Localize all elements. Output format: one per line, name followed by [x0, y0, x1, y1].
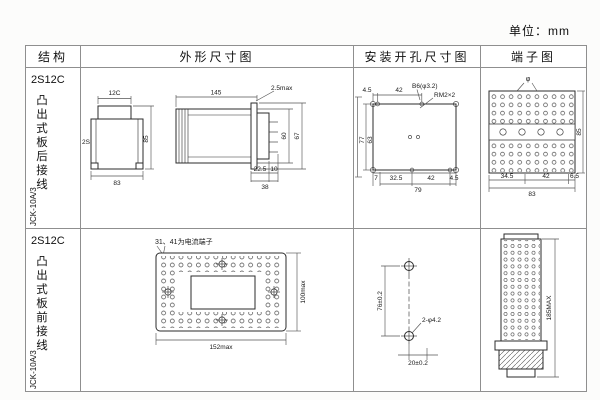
- dim-42-top: 42: [395, 87, 403, 94]
- row1-outline-drawing: 12C 2S 85 83: [82, 85, 306, 191]
- dim-4-5-top: 4.5: [362, 87, 371, 94]
- row2-code: JCK-10A/3: [29, 350, 38, 389]
- header-terminal: 端子图: [481, 46, 586, 68]
- front-wiring-mounting-view: 76±0.2 2-φ4.2 20±0.2: [377, 258, 441, 367]
- row2-outline-cell: 31、41为电流端子 100max 152max: [81, 229, 354, 391]
- dim-12c: 12C: [109, 90, 121, 97]
- dim-76: 76±0.2: [377, 291, 384, 311]
- dim-7: 7: [374, 175, 378, 182]
- dim-38: 38: [261, 184, 269, 191]
- dim-34-5: 34.5: [501, 173, 514, 180]
- dim-85: 85: [576, 128, 583, 136]
- row1-terminal-drawing: φ 34.5 42 6.5 83 85: [488, 76, 585, 198]
- note-current-terminals: 31、41为电流端子: [155, 237, 213, 246]
- dim-2-5max: 2.5max: [271, 85, 293, 92]
- dim-4-5-bot: 4.5: [449, 175, 458, 182]
- rear-wiring-side-view: 145 2.5max 60 67 22.5 10 38: [175, 85, 306, 191]
- header-mounting: 安装开孔尺寸图: [354, 46, 481, 68]
- dim-152max: 152max: [209, 344, 233, 351]
- label-b6-hole: B6(φ3.2): [412, 83, 438, 90]
- front-wiring-terminal-view: 31、41为电流端子 100max 152max: [155, 237, 307, 351]
- row2-terminal-cell: 185MAX: [481, 229, 586, 391]
- dim-185max: 185MAX: [546, 295, 553, 321]
- row1-terminal-cell: φ 34.5 42 6.5 83 85: [481, 68, 586, 229]
- dim-32-5: 32.5: [390, 175, 403, 182]
- label-2-phi4-2: 2-φ4.2: [422, 317, 441, 324]
- row1-structure-cell: 2S12C 凸出式板后接线 JCK-10A/3: [26, 68, 81, 229]
- dim-42-bot: 42: [427, 175, 435, 182]
- dim-2s: 2S: [82, 139, 91, 146]
- dim-63: 63: [367, 136, 374, 144]
- row1-wiring-label: 凸出式板后接线: [35, 94, 47, 192]
- dim-83: 83: [113, 180, 121, 187]
- mounting-hole-view: 4.5 42 B6(φ3.2) RM2×2 77 63 7 32.5 42 4.…: [355, 83, 459, 194]
- row2-outline-drawing: 31、41为电流端子 100max 152max: [155, 237, 307, 351]
- row2-model: 2S12C: [31, 235, 65, 247]
- dim-6-5: 6.5: [570, 173, 579, 180]
- dim-60: 60: [281, 132, 288, 140]
- label-phi: φ: [526, 76, 531, 83]
- dim-42: 42: [542, 173, 550, 180]
- row1-outline-cell: 12C 2S 85 83: [81, 68, 354, 229]
- row2-wiring-label: 凸出式板前接线: [35, 255, 47, 353]
- dim-79: 79: [414, 187, 422, 194]
- row2-mounting-cell: 76±0.2 2-φ4.2 20±0.2: [354, 229, 481, 391]
- rear-wiring-front-view: 12C 2S 85 83: [82, 90, 154, 187]
- spec-table: 结构 外形尺寸图 安装开孔尺寸图 端子图 2S12C 凸出式板后接线 JCK-1…: [25, 45, 587, 392]
- dim-100max: 100max: [300, 280, 307, 304]
- dim-145: 145: [211, 90, 222, 97]
- unit-label: 单位：mm: [509, 24, 570, 38]
- row1-mounting-drawing: 4.5 42 B6(φ3.2) RM2×2 77 63 7 32.5 42 4.…: [355, 83, 459, 194]
- dim-20: 20±0.2: [408, 360, 428, 367]
- dim-77: 77: [359, 136, 366, 144]
- row1-code: JCK-10A/3: [29, 187, 38, 226]
- front-wiring-side-view: 185MAX: [494, 233, 559, 378]
- dim-10: 10: [270, 166, 278, 173]
- row2-terminal-drawing: 185MAX: [494, 233, 559, 378]
- dim-22-5: 22.5: [254, 166, 267, 173]
- terminal-grid-view: φ 34.5 42 6.5 83 85: [488, 76, 585, 198]
- dim-83: 83: [528, 191, 536, 198]
- row1-mounting-cell: 4.5 42 B6(φ3.2) RM2×2 77 63 7 32.5 42 4.…: [354, 68, 481, 229]
- dim-85: 85: [143, 135, 150, 143]
- label-rm2: RM2×2: [434, 92, 456, 99]
- header-outline: 外形尺寸图: [81, 46, 354, 68]
- row2-mounting-drawing: 76±0.2 2-φ4.2 20±0.2: [377, 258, 441, 367]
- dim-67: 67: [294, 132, 301, 140]
- row1-model: 2S12C: [31, 74, 65, 86]
- header-structure: 结构: [26, 46, 81, 68]
- row2-structure-cell: 2S12C 凸出式板前接线 JCK-10A/3: [26, 229, 81, 391]
